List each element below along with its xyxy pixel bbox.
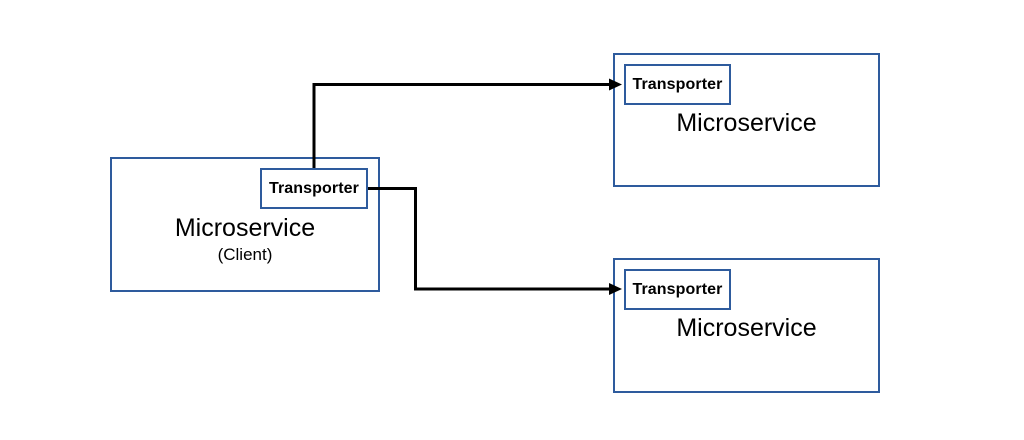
client-transporter-label: Transporter [268, 179, 359, 197]
remote-bottom-microservice-label: Microservice [676, 314, 817, 342]
connector-line-top [312, 83, 610, 168]
client-microservice-title: Microservice [174, 214, 316, 242]
client-microservice-label: Microservice (Client) [112, 214, 378, 264]
remote-bottom-transporter-box: Transporter [624, 269, 731, 310]
client-transporter-box: Transporter [260, 168, 368, 209]
client-microservice-subtitle: (Client) [217, 244, 273, 264]
remote-bottom-transporter-label: Transporter [632, 280, 723, 298]
connector-line-bottom [368, 187, 610, 291]
remote-top-transporter-label: Transporter [632, 75, 723, 93]
remote-top-microservice-label: Microservice [676, 109, 817, 137]
remote-top-transporter-box: Transporter [624, 64, 731, 105]
